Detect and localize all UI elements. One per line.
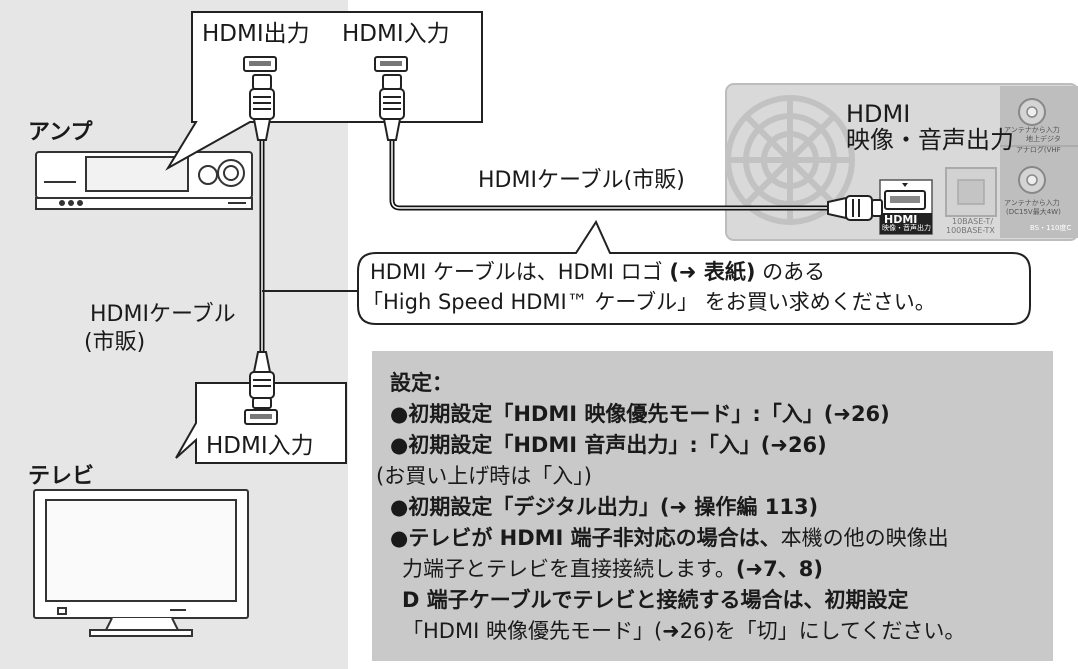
settings-item-2: ●初期設定「HDMI 音声出力」:「入」(➜26) (390, 433, 827, 457)
plug-amp-in (379, 74, 405, 141)
settings-item-7: D 端子ケーブルでテレビと接続する場合は、初期設定 (402, 588, 909, 612)
fan-vent (725, 95, 855, 225)
settings-item-3: (お買い上げ時は「入」) (376, 464, 592, 488)
amp-hdmi-in-label: HDMI入力 (342, 21, 450, 47)
cable-amp-tv-label-2: (市販) (84, 330, 146, 355)
lan-label-2: 100BASE-TX (946, 226, 995, 235)
tv-label: テレビ (28, 464, 95, 489)
plug-recorder (827, 195, 883, 221)
settings-item-1: ●初期設定「HDMI 映像優先モード」:「入」(➜26) (390, 402, 890, 426)
recorder-out-label-2: 映像・音声出力 (846, 126, 1014, 154)
lan-label-1: 10BASE-T/ (952, 217, 994, 226)
cable-amp-tv-label-1: HDMIケーブル (90, 302, 236, 327)
settings-title: 設定： (390, 371, 453, 395)
amp-callout (165, 11, 483, 171)
recorder-out-label-1: HDMI (846, 100, 911, 128)
antenna-sub-2b: BS・110度C (1030, 224, 1072, 232)
settings-item-5: ●テレビが HDMI 端子非対応の場合は、本機の他の映像出 (390, 526, 949, 550)
tv-hdmi-in-port (244, 409, 278, 425)
note-callout (357, 219, 1031, 325)
hdmi-logo-plate (880, 213, 932, 234)
note-line-2: 「High Speed HDMI™ ケーブル」 をお買い求めください。 (362, 290, 936, 314)
note-line-1: HDMI ケーブルは、HDMI ロゴ (➜ 表紙) のある (370, 260, 826, 284)
amp-label: アンプ (28, 120, 93, 145)
antenna-label-1: アンテナから入力 (1004, 126, 1060, 134)
plug-amp-out (249, 74, 275, 141)
recorder-back-panel (725, 83, 1078, 241)
antenna-sub-1b: アナログ(VHF (1016, 146, 1061, 154)
plug-tv-in (249, 351, 275, 409)
settings-item-8: 「HDMI 映像優先モード」(➜26)を「切」にしてください。 (402, 619, 966, 643)
recorder-port-caption: 映像・音声出力 (882, 224, 931, 232)
recorder-port-logo: HDMI (884, 213, 918, 226)
amp-hdmi-out-port (243, 56, 277, 72)
settings-item-4: ●初期設定「デジタル出力」(➜ 操作編 113) (390, 495, 819, 519)
settings-box: 設定： ●初期設定「HDMI 映像優先モード」:「入」(➜26) ●初期設定「H… (372, 351, 1053, 661)
tv-hdmi-in-label: HDMI入力 (206, 433, 314, 459)
amp-hdmi-out-label: HDMI出力 (202, 21, 310, 47)
amplifier-illustration (35, 151, 253, 210)
antenna-sub-2: (DC15V最大4W) (1006, 208, 1061, 216)
settings-item-6: 力端子とテレビを直接接続します。(➜7、8) (402, 557, 823, 581)
cable-amp-recorder-label: HDMIケーブル(市販) (478, 168, 685, 193)
antenna-label-2: アンテナから入力 (1004, 199, 1060, 207)
antenna-sub-1: 地上デジタ (1026, 135, 1061, 143)
tv-illustration (33, 489, 249, 637)
amp-hdmi-in-port (374, 56, 408, 72)
